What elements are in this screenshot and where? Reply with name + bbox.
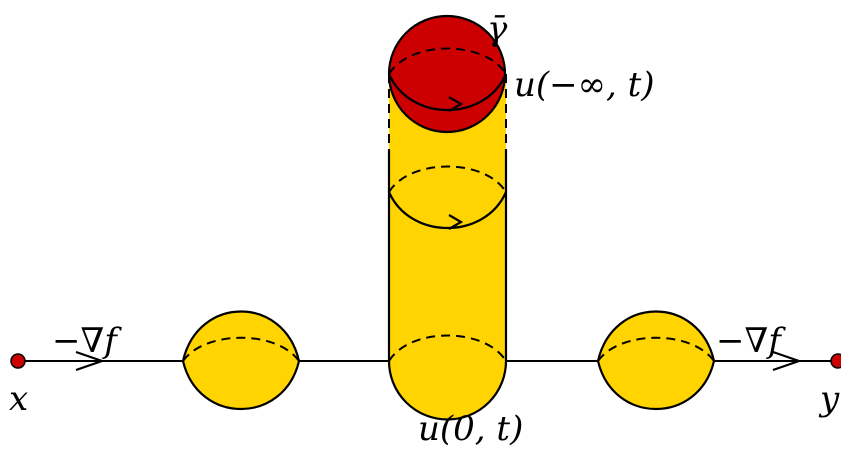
point-y bbox=[830, 353, 841, 369]
label-gradient-right: −∇f bbox=[716, 321, 786, 361]
label-point-x: x bbox=[9, 379, 28, 419]
left-flow-arrowhead bbox=[75, 350, 106, 372]
label-point-y: y bbox=[818, 379, 840, 419]
cap-dashed-arc bbox=[388, 47, 507, 75]
red-cap bbox=[387, 14, 508, 134]
tube-bottom-half-disk bbox=[389, 361, 506, 420]
left-bubble-dashed-arc bbox=[182, 336, 300, 362]
point-x bbox=[10, 353, 26, 369]
tube-mid-solid-arc bbox=[387, 191, 508, 230]
left-bubble bbox=[181, 310, 301, 410]
tube-bottom-arc bbox=[387, 360, 508, 421]
tube-mid-dashed-arc bbox=[388, 165, 507, 193]
cap-arrowhead bbox=[448, 96, 464, 112]
right-flow-arrowhead bbox=[772, 350, 803, 372]
right-bubble-dashed-arc bbox=[597, 336, 715, 362]
tube-bottom-dashed-arc bbox=[388, 334, 507, 362]
tube-mid-arrowhead bbox=[448, 214, 464, 230]
right-bubble bbox=[596, 310, 716, 410]
label-cap-top: γ̄ bbox=[487, 9, 508, 49]
label-bottom-boundary: u(0, t) bbox=[418, 409, 523, 449]
right-bubble-fill bbox=[596, 310, 716, 410]
vertical-tube bbox=[387, 74, 508, 421]
right-flow-arrow bbox=[740, 350, 803, 372]
label-gradient-left: −∇f bbox=[52, 321, 122, 361]
cap-solid-arc bbox=[387, 73, 508, 112]
left-flow-arrow bbox=[50, 350, 106, 372]
left-bubble-fill bbox=[181, 310, 301, 410]
label-top-boundary: u(−∞, t) bbox=[514, 65, 655, 105]
